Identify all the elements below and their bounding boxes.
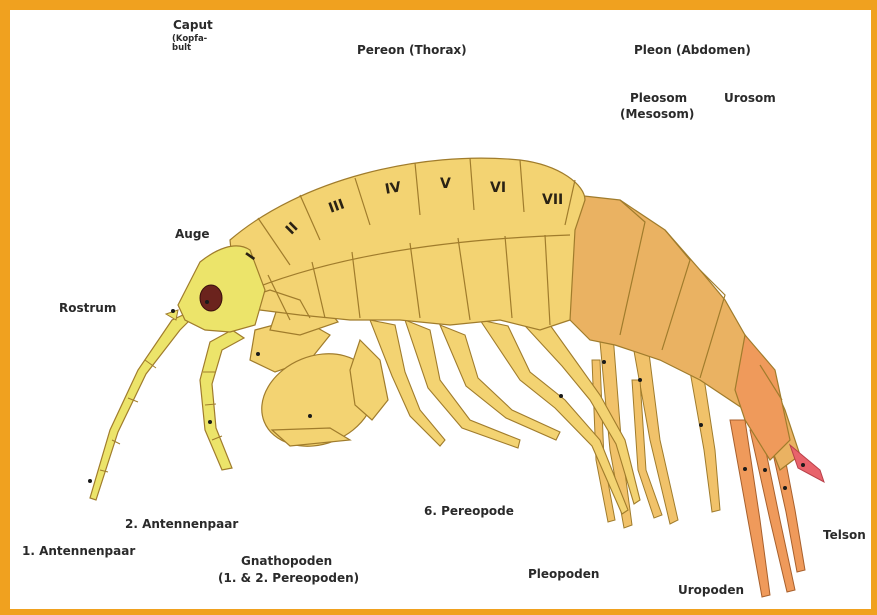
- segment-label-5: V: [440, 176, 451, 192]
- eye: [200, 285, 222, 311]
- label-gnathopoden: Gnathopoden: [241, 555, 332, 567]
- label-caput: Caput: [173, 19, 213, 31]
- second-antenna: [200, 330, 244, 470]
- pereopods: [370, 315, 640, 514]
- segment-label-6: VI: [490, 180, 506, 196]
- pereon-body: [230, 158, 585, 330]
- label-gnathopoden-sub: (1. & 2. Pereopoden): [218, 572, 359, 584]
- label-uropoden: Uropoden: [678, 584, 744, 596]
- label-telson: Telson: [823, 529, 866, 541]
- segment-label-4: IV: [384, 179, 403, 198]
- label-pleosom: Pleosom: [630, 92, 687, 104]
- label-antenna1: 1. Antennenpaar: [22, 545, 135, 557]
- label-pleopoden: Pleopoden: [528, 568, 599, 580]
- label-antenna2: 2. Antennenpaar: [125, 518, 238, 530]
- label-caput-sub: (Kopfa- bult: [172, 35, 207, 53]
- label-auge: Auge: [175, 228, 210, 240]
- telson-shape: [790, 445, 824, 482]
- label-pereon: Pereon (Thorax): [357, 44, 467, 56]
- label-pleosom-sub: (Mesosom): [620, 108, 694, 120]
- label-pleon: Pleon (Abdomen): [634, 44, 751, 56]
- first-antenna: [90, 305, 205, 500]
- gnathopods: [248, 300, 389, 463]
- label-pereopode6: 6. Pereopode: [424, 505, 514, 517]
- label-urosom: Urosom: [724, 92, 776, 104]
- segment-label-7: VII: [542, 192, 563, 208]
- label-rostrum: Rostrum: [59, 302, 116, 314]
